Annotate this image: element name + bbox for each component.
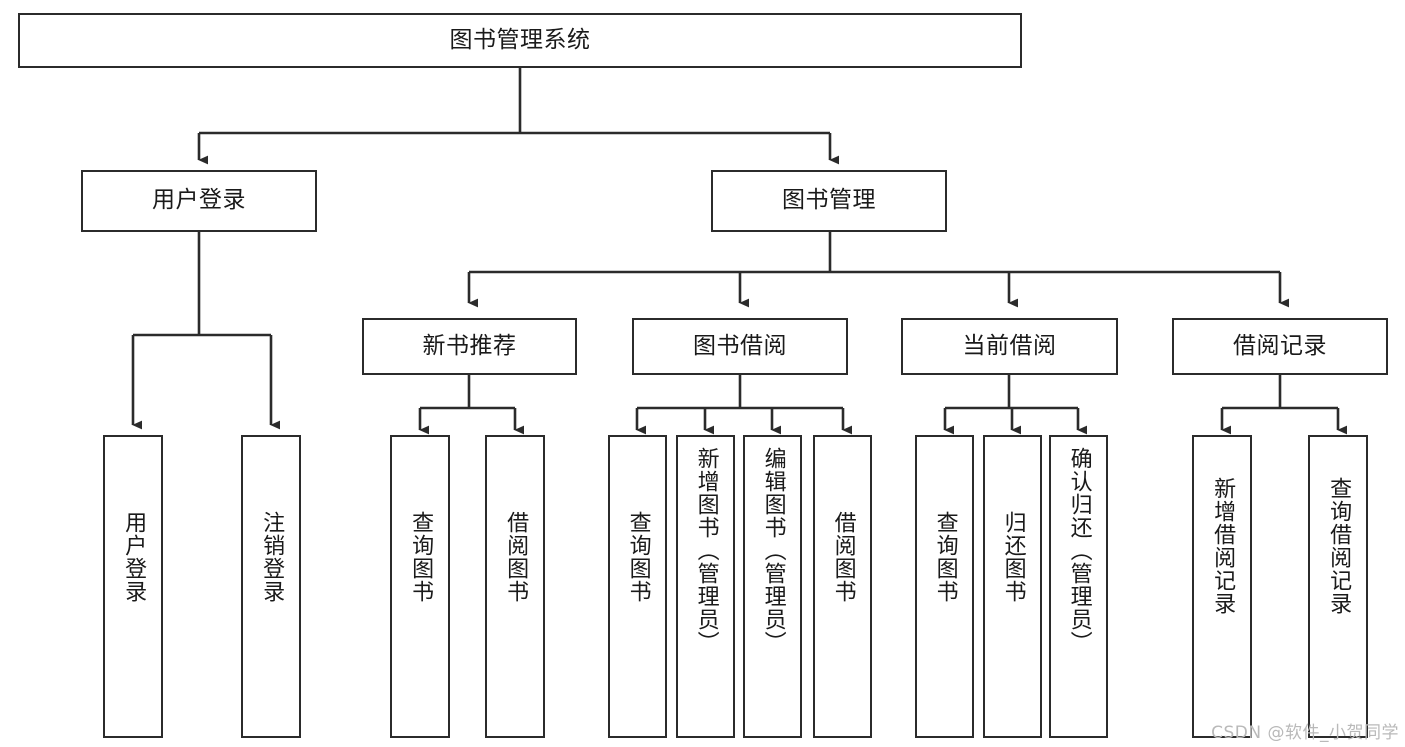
node-label: 新增图书（管理员） [693, 447, 719, 654]
node-user-login[interactable]: 用户登录 [81, 170, 317, 232]
node-label: 用户登录 [121, 511, 147, 603]
node-label: 查询图书 [932, 511, 958, 603]
leaf-borrow-book-recommend[interactable]: 借阅图书 [485, 435, 545, 738]
leaf-query-book-recommend[interactable]: 查询图书 [390, 435, 450, 738]
node-label: 编辑图书（管理员） [760, 447, 786, 654]
node-label: 借阅图书 [503, 511, 529, 603]
node-label: 借阅记录 [1233, 332, 1327, 359]
node-current-borrow[interactable]: 当前借阅 [901, 318, 1118, 375]
node-label: 新增借阅记录 [1210, 477, 1236, 615]
leaf-query-book-borrow[interactable]: 查询图书 [608, 435, 667, 738]
node-label: 查询图书 [408, 511, 434, 603]
node-label: 图书管理 [782, 187, 876, 214]
node-new-book-recommend[interactable]: 新书推荐 [362, 318, 577, 375]
leaf-add-borrow-record[interactable]: 新增借阅记录 [1192, 435, 1252, 738]
node-borrow-record[interactable]: 借阅记录 [1172, 318, 1388, 375]
node-book-borrow[interactable]: 图书借阅 [632, 318, 848, 375]
leaf-query-book-current[interactable]: 查询图书 [915, 435, 974, 738]
node-label: 图书借阅 [693, 332, 787, 359]
node-label: 用户登录 [152, 187, 246, 214]
watermark-text: CSDN @软件_小贺同学 [1211, 723, 1399, 743]
node-label: 查询借阅记录 [1326, 477, 1352, 615]
node-label: 归还图书 [1000, 511, 1026, 603]
node-label: 当前借阅 [962, 332, 1057, 359]
leaf-logout-login[interactable]: 注销登录 [241, 435, 301, 738]
leaf-query-borrow-record[interactable]: 查询借阅记录 [1308, 435, 1368, 738]
node-label: 查询图书 [625, 511, 651, 603]
node-label: 借阅图书 [830, 511, 856, 603]
leaf-borrow-book[interactable]: 借阅图书 [813, 435, 872, 738]
node-label: 图书管理系统 [449, 26, 591, 53]
node-label: 新书推荐 [422, 332, 517, 359]
leaf-user-login[interactable]: 用户登录 [103, 435, 163, 738]
node-label: 注销登录 [259, 511, 285, 603]
leaf-add-book[interactable]: 新增图书（管理员） [676, 435, 735, 738]
leaf-edit-book[interactable]: 编辑图书（管理员） [743, 435, 802, 738]
node-book-management[interactable]: 图书管理 [711, 170, 947, 232]
node-label: 确认归还（管理员） [1066, 447, 1092, 654]
node-book-management-system[interactable]: 图书管理系统 [18, 13, 1022, 68]
leaf-return-book[interactable]: 归还图书 [983, 435, 1042, 738]
leaf-confirm-return[interactable]: 确认归还（管理员） [1049, 435, 1108, 738]
